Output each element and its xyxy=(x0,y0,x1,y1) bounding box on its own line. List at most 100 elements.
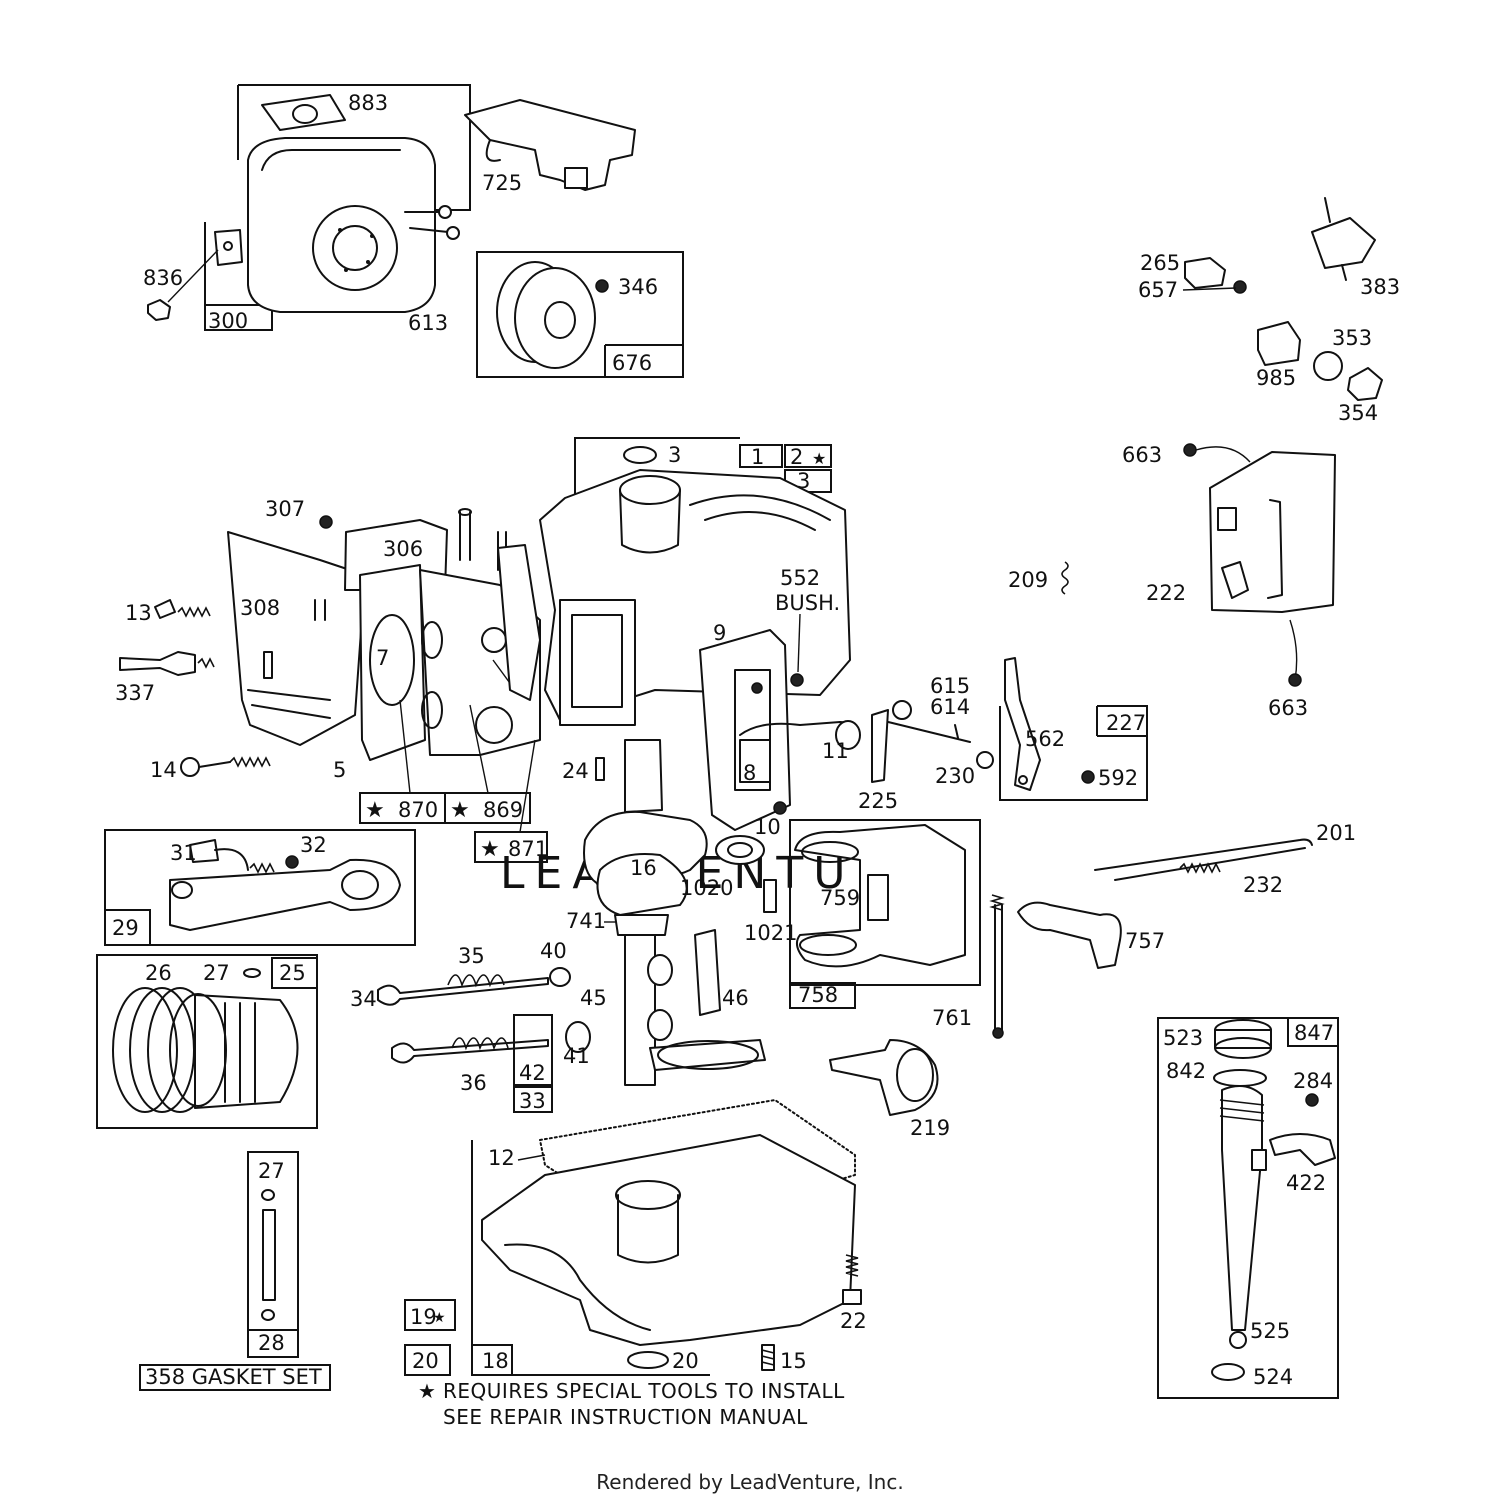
callout-657: 657 xyxy=(1138,278,1178,302)
footnote-line-2: SEE REPAIR INSTRUCTION MANUAL xyxy=(443,1405,808,1429)
callout-523: 523 xyxy=(1163,1026,1203,1050)
callout-614: 614 xyxy=(930,695,970,719)
callout-12: 12 xyxy=(488,1146,515,1170)
callout-32: 32 xyxy=(300,833,327,857)
callout-383: 383 xyxy=(1360,275,1400,299)
gasket-set-label: 358 GASKET SET xyxy=(145,1365,322,1389)
callout-28: 28 xyxy=(258,1331,285,1355)
callout-219: 219 xyxy=(910,1116,950,1140)
callout-24: 24 xyxy=(562,759,589,783)
callout-761: 761 xyxy=(932,1006,972,1030)
callout-8: 8 xyxy=(743,761,756,785)
callout-222: 222 xyxy=(1146,581,1186,605)
piston-group: 25 26 27 xyxy=(96,954,318,1129)
valves-group: 35 40 34 36 41 42 33 xyxy=(350,939,591,1113)
callout-25: 25 xyxy=(279,961,306,985)
callout-871: 871 xyxy=(508,837,548,861)
svg-text:★: ★ xyxy=(418,1379,436,1403)
callout-757: 757 xyxy=(1125,929,1165,953)
callout-41: 41 xyxy=(563,1044,590,1068)
svg-text:★: ★ xyxy=(812,449,826,468)
callout-22: 22 xyxy=(840,1309,867,1333)
callout-19: 19 xyxy=(410,1305,437,1329)
svg-text:★: ★ xyxy=(480,837,500,862)
callout-27-gasket: 27 xyxy=(258,1159,285,1183)
callout-836: 836 xyxy=(143,266,183,290)
callout-2: 2 xyxy=(790,445,803,469)
callout-346: 346 xyxy=(618,275,658,299)
callout-265: 265 xyxy=(1140,251,1180,275)
callout-300: 300 xyxy=(208,309,248,333)
callout-758: 758 xyxy=(798,983,838,1007)
callout-525: 525 xyxy=(1250,1319,1290,1343)
callout-230: 230 xyxy=(935,764,975,788)
callout-13: 13 xyxy=(125,601,152,625)
callout-14: 14 xyxy=(150,758,177,782)
callout-46: 46 xyxy=(722,986,749,1010)
callout-308: 308 xyxy=(240,596,280,620)
callout-40: 40 xyxy=(540,939,567,963)
svg-text:★: ★ xyxy=(450,798,470,823)
callout-201: 201 xyxy=(1316,821,1356,845)
callout-27: 27 xyxy=(203,961,230,985)
callout-524: 524 xyxy=(1253,1365,1293,1389)
callout-18: 18 xyxy=(482,1349,509,1373)
callout-7: 7 xyxy=(376,646,389,670)
footnote-line-1: REQUIRES SPECIAL TOOLS TO INSTALL xyxy=(443,1379,845,1403)
callout-15: 15 xyxy=(780,1349,807,1373)
oil-fill-group: 847 523 842 284 422 525 524 xyxy=(1157,1017,1339,1399)
callout-847: 847 xyxy=(1294,1021,1334,1045)
callout-34: 34 xyxy=(350,987,377,1011)
callout-1021: 1021 xyxy=(744,921,797,945)
callout-26: 26 xyxy=(145,961,172,985)
callout-16: 16 xyxy=(630,856,657,880)
electrical-group: 265 657 383 353 985 354 663 222 663 209 xyxy=(1008,197,1400,720)
callout-9: 9 xyxy=(713,621,726,645)
callout-613: 613 xyxy=(408,311,448,335)
callout-422: 422 xyxy=(1286,1171,1326,1195)
callout-5: 5 xyxy=(333,758,346,782)
callout-33: 33 xyxy=(519,1089,546,1113)
callout-869: 869 xyxy=(483,798,523,822)
gasket-set-group: 27 28 358 GASKET SET xyxy=(139,1151,331,1391)
connecting-rod-group: 29 31 32 xyxy=(104,829,416,946)
svg-text:★: ★ xyxy=(433,1310,446,1326)
muffler-group: 883 725 836 300 613 xyxy=(143,84,636,335)
callout-20: 20 xyxy=(672,1349,699,1373)
callout-45: 45 xyxy=(580,986,607,1010)
callout-1020: 1020 xyxy=(680,876,733,900)
callout-562: 562 xyxy=(1025,727,1065,751)
callout-759: 759 xyxy=(820,886,860,910)
breather-governor-group: 9 8 11 10 24 615 614 230 225 227 562 592 xyxy=(562,621,1148,839)
callout-42: 42 xyxy=(519,1061,546,1085)
callout-615: 615 xyxy=(930,674,970,698)
callout-31: 31 xyxy=(170,841,197,865)
callout-307: 307 xyxy=(265,497,305,521)
callout-35: 35 xyxy=(458,944,485,968)
callout-663-bottom: 663 xyxy=(1268,696,1308,720)
callout-3: 3 xyxy=(668,443,681,467)
callout-883: 883 xyxy=(348,91,388,115)
callout-592: 592 xyxy=(1098,766,1138,790)
callout-209: 209 xyxy=(1008,568,1048,592)
callout-225: 225 xyxy=(858,789,898,813)
counterweight-group: 758 759 xyxy=(789,819,981,1009)
callout-227: 227 xyxy=(1106,711,1146,735)
callout-306: 306 xyxy=(383,537,423,561)
callout-bush: BUSH. xyxy=(775,591,840,615)
svg-text:★: ★ xyxy=(365,798,385,823)
callout-284: 284 xyxy=(1293,1069,1333,1093)
callout-337: 337 xyxy=(115,681,155,705)
callout-870: 870 xyxy=(398,798,438,822)
callout-354: 354 xyxy=(1338,401,1378,425)
footer-credit: Rendered by LeadVenture, Inc. xyxy=(596,1470,904,1494)
callout-985: 985 xyxy=(1256,366,1296,390)
callout-1: 1 xyxy=(751,445,764,469)
footnote: ★ REQUIRES SPECIAL TOOLS TO INSTALL SEE … xyxy=(418,1379,845,1429)
callout-741: 741 xyxy=(566,909,606,933)
callout-29: 29 xyxy=(112,916,139,940)
cylinder-head-group: 307 306 13 308 337 7 14 5 ★ 870 ★ 869 ★ … xyxy=(115,497,548,863)
callout-10: 10 xyxy=(754,815,781,839)
callout-676: 676 xyxy=(612,351,652,375)
